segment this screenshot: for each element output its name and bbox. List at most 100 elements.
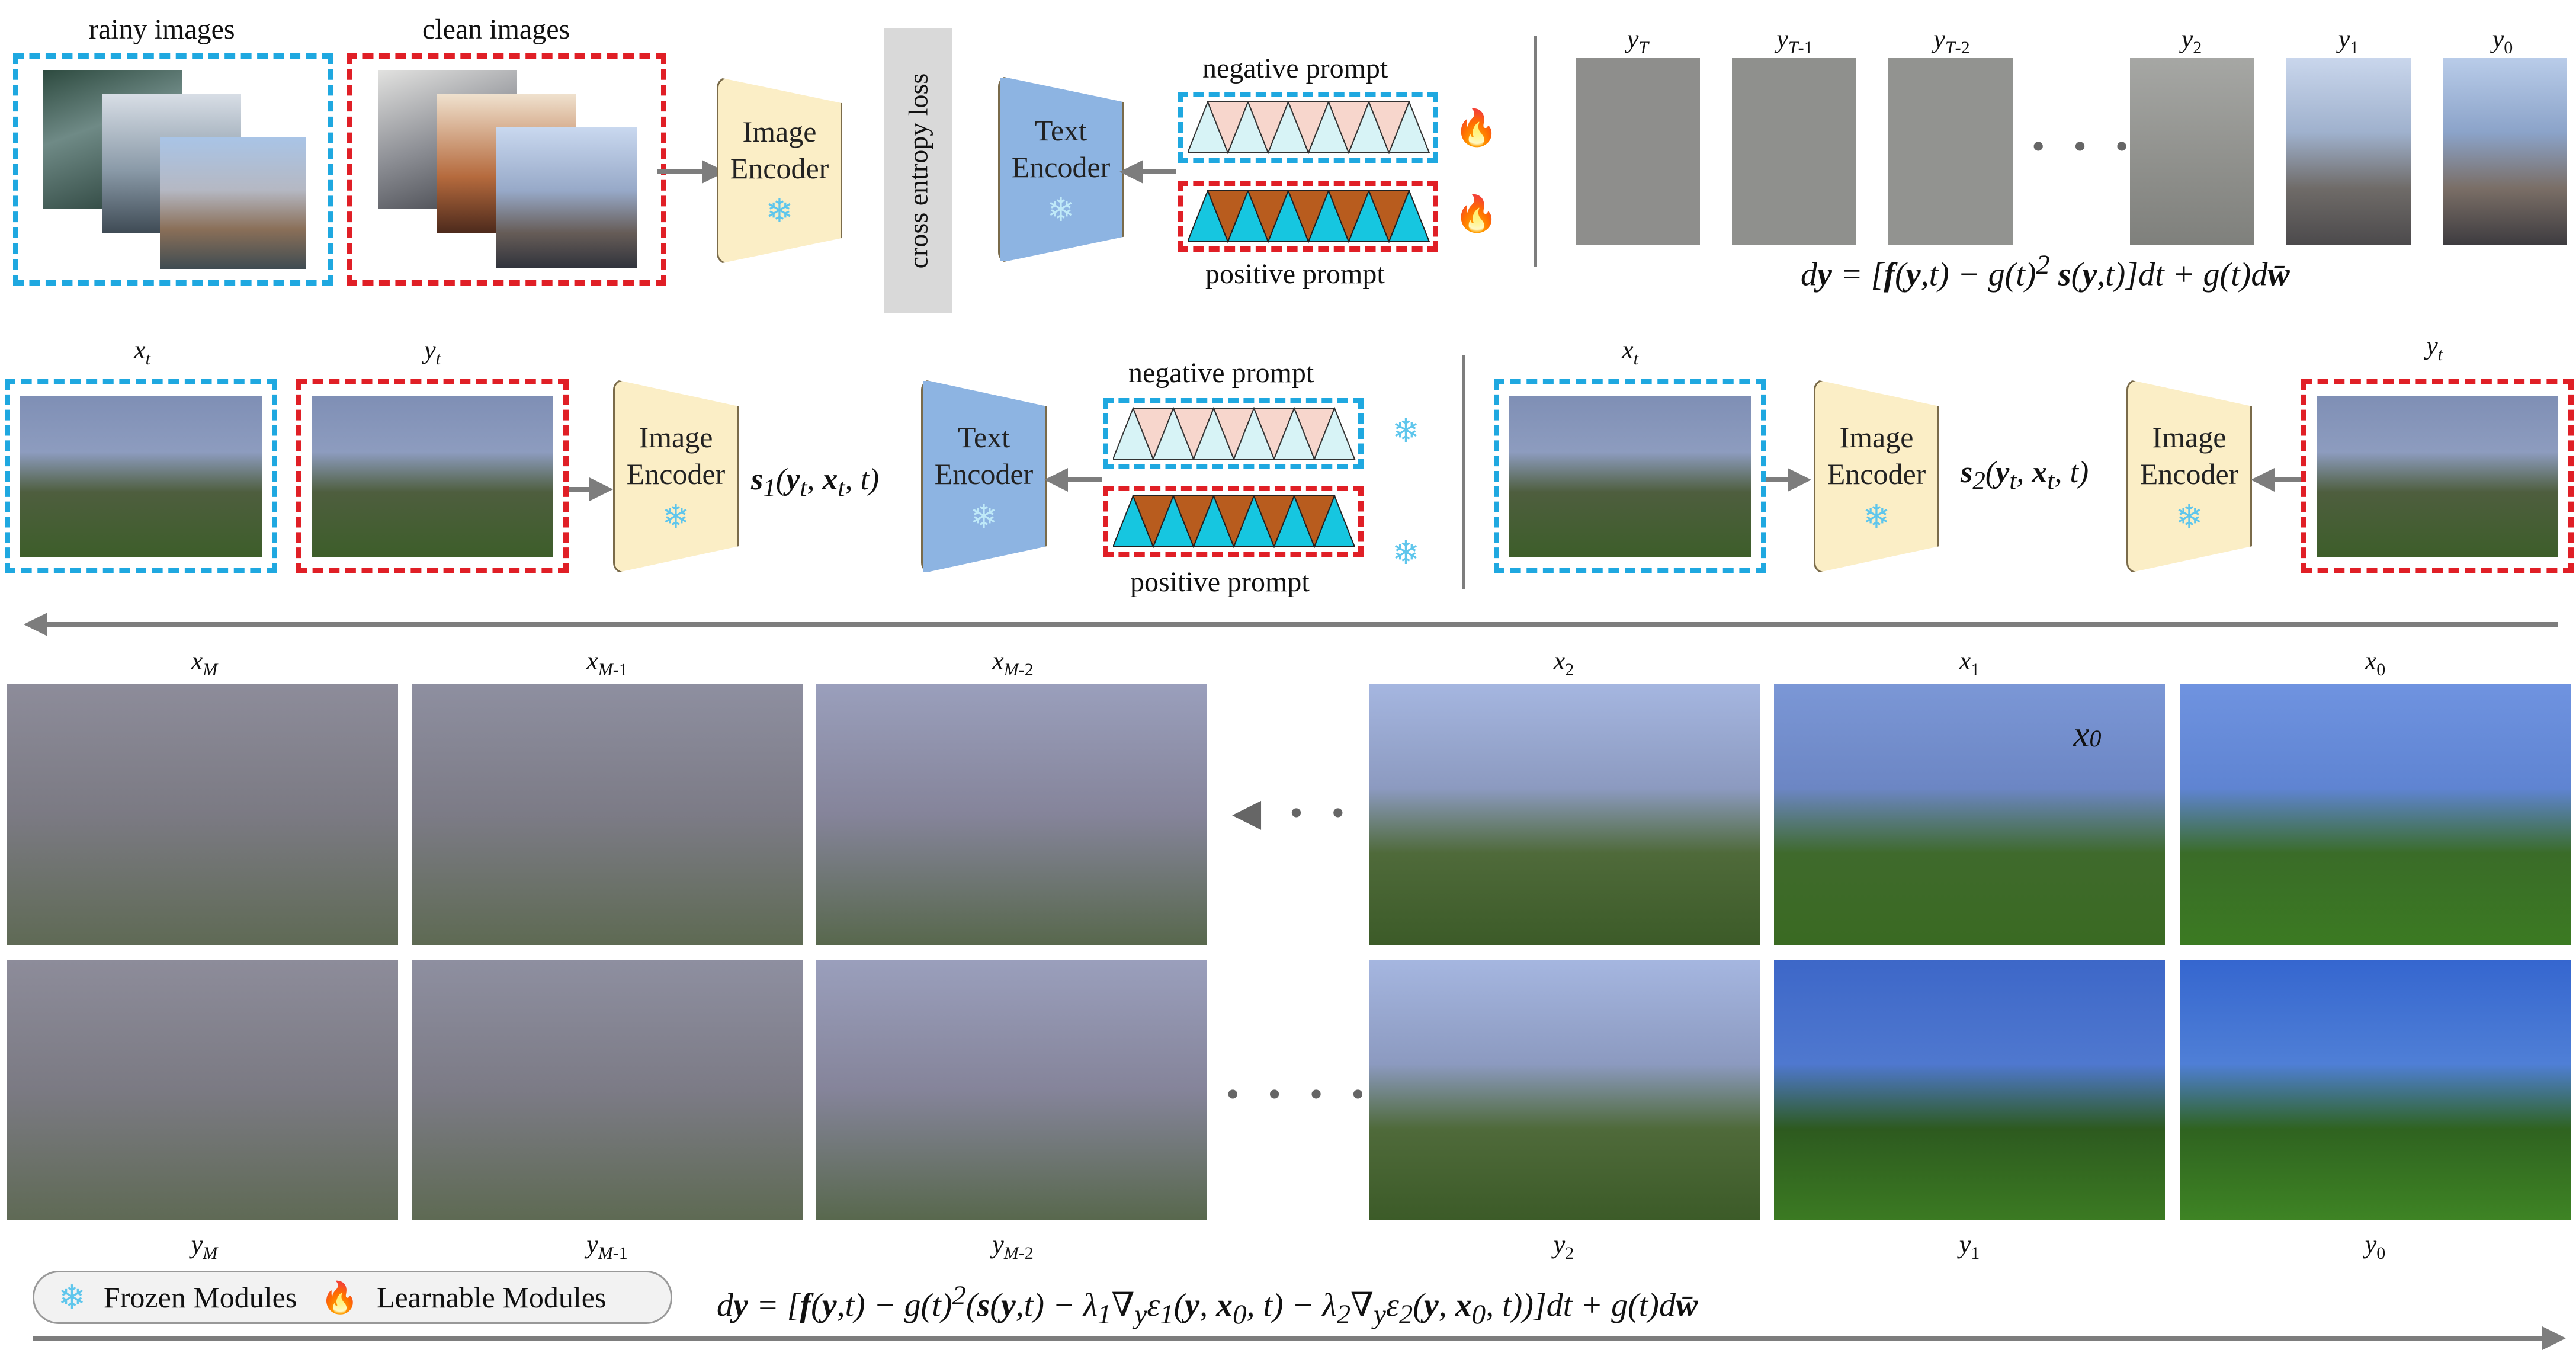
- image-encoder-label: Image Encoder: [2139, 421, 2239, 491]
- arrowhead: [1119, 160, 1143, 184]
- legend: ❄ Frozen Modules 🔥 Learnable Modules: [33, 1271, 672, 1324]
- noise-image-yT-2: [1888, 58, 2013, 245]
- snowflake-icon: ❄: [1862, 499, 1891, 536]
- label-y2: y2: [1553, 1230, 1574, 1263]
- arrowhead: [24, 613, 47, 636]
- image-encoder-label: Image Encoder: [730, 115, 829, 185]
- noise-image-yM: [7, 960, 398, 1220]
- noise-image-yM-1: [412, 960, 803, 1220]
- image-y1: [1774, 960, 2165, 1220]
- image-xt-left: [20, 396, 262, 557]
- label-y1: y1: [1959, 1230, 1980, 1263]
- token-triangle: [1388, 101, 1430, 153]
- image-y1-top: [2286, 58, 2411, 245]
- rainy-images-box: [13, 53, 333, 286]
- clean-image-3: [496, 127, 637, 268]
- label-x0: x0: [2365, 646, 2386, 679]
- arrow-yt-to-image-encoder: [569, 487, 592, 492]
- arrow-prompt-to-text-encoder-top: [1140, 169, 1176, 174]
- overlay-x0-label: x0: [2073, 714, 2102, 755]
- image-y0: [2180, 960, 2571, 1220]
- label-yT-2: yT-2: [1933, 24, 1970, 57]
- snowflake-icon: ❄: [2175, 499, 2203, 536]
- arrow-xt-to-image-encoder: [1766, 477, 1790, 482]
- arrow-to-image-encoder-top: [657, 169, 705, 174]
- positive-prompt-box-top: [1178, 181, 1438, 252]
- rainy-images-label: rainy images: [89, 14, 235, 45]
- arrowhead: [1788, 468, 1811, 492]
- image-x2: [1369, 684, 1760, 945]
- label-y1-top: y1: [2338, 24, 2359, 57]
- cross-entropy-loss-bar: cross entropy loss: [884, 28, 952, 313]
- positive-prompt-tokens-middle: [1113, 495, 1356, 548]
- arrowhead: [2542, 1326, 2566, 1350]
- arrowhead: [2251, 468, 2275, 492]
- image-encoder-label: Image Encoder: [1827, 421, 1926, 491]
- arrowhead: [1044, 468, 1068, 492]
- label-yt-left: yt: [424, 335, 441, 368]
- label-x2: x2: [1553, 646, 1574, 679]
- noise-image-xM-2: [816, 684, 1207, 945]
- fire-icon: 🔥: [1454, 108, 1499, 148]
- label-xM-1: xM-1: [586, 646, 628, 679]
- rainy-image-3: [160, 137, 306, 269]
- ellipsis-icon: • • •: [2032, 125, 2138, 167]
- snowflake-icon: ❄: [662, 499, 690, 536]
- image-y2-top: [2130, 58, 2254, 245]
- image-y2: [1369, 960, 1760, 1220]
- score-s2: s2(yt, xt, t): [1961, 456, 2089, 495]
- label-yM: yM: [191, 1230, 218, 1263]
- negative-prompt-tokens-middle: [1113, 407, 1356, 460]
- label-yT: yT: [1627, 24, 1649, 57]
- noise-image-yT: [1576, 58, 1700, 245]
- arrow-yt-to-image-encoder-right: [2273, 477, 2303, 482]
- image-xt-right: [1509, 396, 1751, 557]
- negative-prompt-label-middle: negative prompt: [1128, 357, 1314, 389]
- label-xM: xM: [191, 646, 218, 679]
- positive-prompt-label-top: positive prompt: [1205, 258, 1385, 290]
- positive-prompt-tokens-top: [1188, 190, 1430, 243]
- label-yT-1: yT-1: [1776, 24, 1813, 57]
- noise-image-yT-1: [1732, 58, 1856, 245]
- image-encoder-middle-right-a: Image Encoder ❄: [1814, 379, 1939, 573]
- forward-process-arrow: [33, 1336, 2544, 1341]
- label-yt-right: yt: [2426, 331, 2443, 364]
- arrowhead: [589, 477, 613, 501]
- xt-box-left: [5, 379, 277, 573]
- positive-prompt-label-middle: positive prompt: [1130, 566, 1310, 598]
- image-x1: [1774, 684, 2165, 945]
- label-xt-left: xt: [134, 335, 150, 368]
- snowflake-icon: ❄: [1047, 192, 1075, 229]
- arrow-prompt-to-text-encoder-middle: [1066, 477, 1102, 482]
- label-yM-2: yM-2: [992, 1230, 1034, 1263]
- negative-prompt-box-top: [1178, 92, 1438, 163]
- clean-images-label: clean images: [422, 14, 570, 45]
- sde-formula-top: dy = [f(y,t) − g(t)2 s(y,t)]dt + g(t)dw̄: [1801, 249, 2290, 293]
- noise-image-xM: [7, 684, 398, 945]
- label-yM-1: yM-1: [586, 1230, 628, 1263]
- image-yt-right: [2317, 396, 2558, 557]
- yt-box-left: [296, 379, 569, 573]
- score-s1: s1(yt, xt, t): [751, 463, 880, 502]
- legend-learnable-label: Learnable Modules: [377, 1281, 607, 1314]
- snowflake-icon: ❄: [58, 1279, 86, 1316]
- snowflake-icon: ❄: [1392, 535, 1420, 572]
- label-xM-2: xM-2: [992, 646, 1034, 679]
- yt-box-right: [2301, 379, 2574, 573]
- image-encoder-middle-right-b: Image Encoder ❄: [2126, 379, 2252, 573]
- fire-icon: 🔥: [320, 1281, 360, 1315]
- label-x1: x1: [1959, 646, 1980, 679]
- token-triangle: [1313, 407, 1356, 460]
- divider-middle: [1462, 355, 1465, 589]
- reverse-process-arrow: [46, 622, 2558, 627]
- image-encoder-label: Image Encoder: [626, 421, 726, 491]
- legend-frozen-label: Frozen Modules: [103, 1281, 297, 1314]
- cross-entropy-loss-label: cross entropy loss: [903, 73, 933, 268]
- positive-prompt-box-middle: [1103, 486, 1364, 557]
- label-y0-top: y0: [2492, 24, 2513, 57]
- label-y2-top: y2: [2181, 24, 2202, 57]
- noise-image-xM-1: [412, 684, 803, 945]
- text-encoder-middle: Text Encoder ❄: [921, 379, 1047, 573]
- divider-top: [1534, 36, 1537, 267]
- negative-prompt-tokens-top: [1188, 101, 1430, 154]
